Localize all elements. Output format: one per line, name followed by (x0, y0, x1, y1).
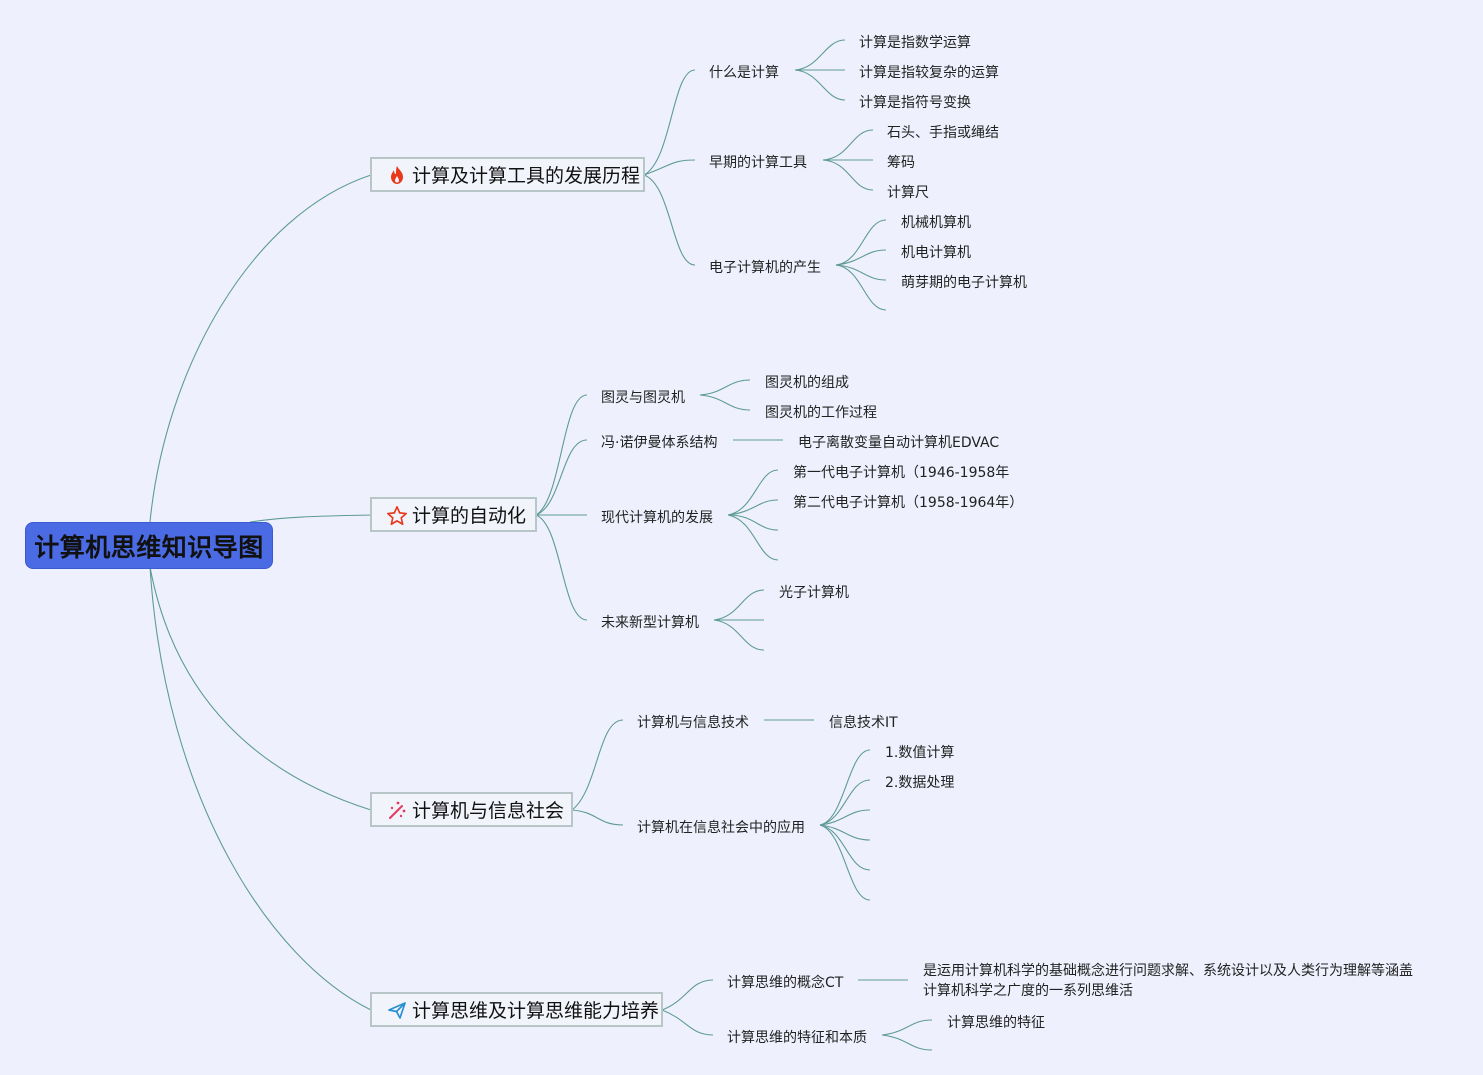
leaf-node[interactable]: 石头、手指或绳结 (887, 125, 999, 141)
topic-label: 计算机与信息社会 (412, 800, 565, 822)
leaf-node[interactable]: 机械机算机 (901, 215, 971, 231)
leaf-node[interactable]: 筹码 (887, 155, 915, 171)
subtopic-applications[interactable]: 计算机在信息社会中的应用 (637, 820, 805, 836)
subtopic-ct-features[interactable]: 计算思维的特征和本质 (727, 1030, 867, 1046)
leaf-node[interactable]: 信息技术IT (829, 715, 898, 731)
edge-root-topic-2 (249, 514, 372, 523)
topic-computational-thinking[interactable]: 计算思维及计算思维能力培养 (370, 992, 663, 1027)
leaf-node[interactable]: 第一代电子计算机（1946-1958年 (793, 465, 1010, 481)
topic-computing-history[interactable]: 计算及计算工具的发展历程 (370, 157, 645, 192)
subtopic-turing-machine[interactable]: 图灵与图灵机 (601, 390, 685, 406)
leaf-node[interactable]: 萌芽期的电子计算机 (901, 275, 1027, 291)
subtopic-modern-computers[interactable]: 现代计算机的发展 (601, 510, 713, 526)
edge-root-topic-3 (149, 566, 372, 811)
leaf-node[interactable]: 光子计算机 (779, 585, 849, 601)
sparkle-icon (386, 799, 408, 821)
leaf-node[interactable]: 机电计算机 (901, 245, 971, 261)
subtopic-ct-concept[interactable]: 计算思维的概念CT (727, 975, 844, 991)
leaf-node[interactable]: 第二代电子计算机（1958-1964年） (793, 495, 1024, 511)
leaf-node[interactable]: 计算思维的特征 (947, 1015, 1045, 1031)
fire-icon (386, 164, 408, 186)
topic-computer-information-society[interactable]: 计算机与信息社会 (370, 792, 573, 827)
paper-plane-icon (386, 999, 408, 1021)
leaf-node[interactable]: 图灵机的组成 (765, 375, 849, 391)
leaf-node[interactable]: 计算是指较复杂的运算 (859, 65, 999, 81)
leaf-node[interactable]: 图灵机的工作过程 (765, 405, 877, 421)
topic-label: 计算及计算工具的发展历程 (412, 165, 641, 187)
leaf-node[interactable]: 2.数据处理 (885, 775, 955, 791)
subtopic-electronic-computer[interactable]: 电子计算机的产生 (709, 260, 821, 276)
leaf-node[interactable]: 计算是指符号变换 (859, 95, 971, 111)
topic-label: 计算的自动化 (412, 505, 527, 527)
subtopic-what-is-computing[interactable]: 什么是计算 (709, 65, 779, 81)
leaf-node[interactable]: 电子离散变量自动计算机EDVAC (798, 435, 1000, 451)
leaf-node[interactable]: 计算尺 (887, 185, 929, 201)
root-topic[interactable]: 计算机思维知识导图 (25, 522, 273, 569)
leaf-node[interactable]: 计算是指数学运算 (859, 35, 971, 51)
subtopic-computer-and-it[interactable]: 计算机与信息技术 (637, 715, 749, 731)
topic-computing-automation[interactable]: 计算的自动化 (370, 497, 537, 532)
topic-label: 计算思维及计算思维能力培养 (412, 1000, 660, 1022)
edge-root-topic-1 (149, 174, 372, 523)
star-icon (386, 504, 408, 526)
subtopic-future-computers[interactable]: 未来新型计算机 (601, 615, 699, 631)
leaf-node[interactable]: 1.数值计算 (885, 745, 955, 761)
leaf-node-ct-definition[interactable]: 是运用计算机科学的基础概念进行问题求解、系统设计以及人类行为理解等涵盖计算机科学… (923, 963, 1413, 999)
edge-root-topic-4 (149, 566, 372, 1011)
subtopic-early-tools[interactable]: 早期的计算工具 (709, 155, 807, 171)
subtopic-von-neumann[interactable]: 冯·诺伊曼体系结构 (601, 435, 718, 451)
